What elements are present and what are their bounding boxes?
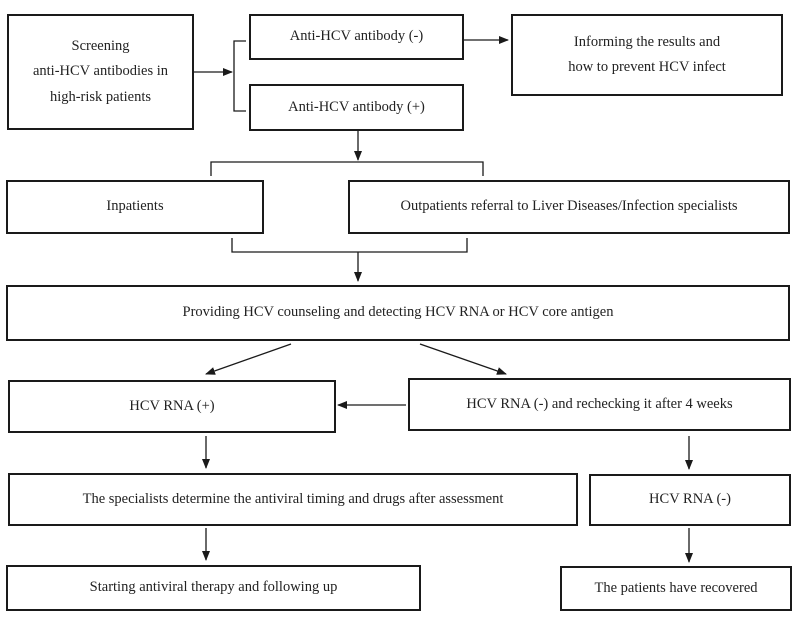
node-counseling-label: Providing HCV counseling and detecting H… bbox=[182, 304, 614, 321]
node-hcv-rna-negative: HCV RNA (-) bbox=[589, 474, 791, 526]
node-hcv-rna-negative-recheck-label: HCV RNA (-) and rechecking it after 4 we… bbox=[466, 395, 733, 412]
node-patients-recovered-label: The patients have recovered bbox=[594, 579, 758, 596]
edge-counseling-to-rna-pos bbox=[205, 343, 292, 375]
node-inpatients: Inpatients bbox=[6, 180, 264, 234]
node-informing-line1: Informing the results and bbox=[573, 33, 721, 50]
node-starting-therapy: Starting antiviral therapy and following… bbox=[6, 565, 421, 611]
node-hcv-rna-negative-recheck: HCV RNA (-) and rechecking it after 4 we… bbox=[408, 378, 791, 431]
node-specialists-assessment-label: The specialists determine the antiviral … bbox=[82, 490, 504, 507]
node-hcv-rna-negative-label: HCV RNA (-) bbox=[649, 491, 731, 508]
node-informing-results: Informing the results and how to prevent… bbox=[511, 14, 783, 96]
node-screening-line2: anti-HCV antibodies in bbox=[32, 63, 169, 80]
node-screening-line1: Screening bbox=[71, 37, 130, 54]
node-anti-hcv-negative-label: Anti-HCV antibody (-) bbox=[289, 28, 424, 45]
node-anti-hcv-positive: Anti-HCV antibody (+) bbox=[249, 84, 464, 131]
bracket-split-patients bbox=[210, 161, 484, 176]
node-outpatients: Outpatients referral to Liver Diseases/I… bbox=[348, 180, 790, 234]
edge-counseling-to-rna-neg-recheck bbox=[419, 343, 507, 375]
node-hcv-rna-positive: HCV RNA (+) bbox=[8, 380, 336, 433]
node-anti-hcv-negative: Anti-HCV antibody (-) bbox=[249, 14, 464, 60]
node-inpatients-label: Inpatients bbox=[106, 198, 164, 215]
node-screening: Screening anti-HCV antibodies in high-ri… bbox=[7, 14, 194, 130]
node-screening-line3: high-risk patients bbox=[49, 88, 152, 105]
node-specialists-assessment: The specialists determine the antiviral … bbox=[8, 473, 578, 526]
bracket-merge-patients bbox=[231, 238, 468, 253]
node-anti-hcv-positive-label: Anti-HCV antibody (+) bbox=[288, 98, 425, 115]
bracket-anti-results bbox=[233, 40, 246, 112]
node-informing-line2: how to prevent HCV infect bbox=[568, 59, 726, 75]
node-hcv-rna-positive-label: HCV RNA (+) bbox=[129, 397, 215, 414]
node-patients-recovered: The patients have recovered bbox=[560, 566, 792, 611]
node-starting-therapy-label: Starting antiviral therapy and following… bbox=[89, 579, 338, 596]
node-counseling: Providing HCV counseling and detecting H… bbox=[6, 285, 790, 341]
node-outpatients-label: Outpatients referral to Liver Diseases/I… bbox=[400, 198, 738, 215]
